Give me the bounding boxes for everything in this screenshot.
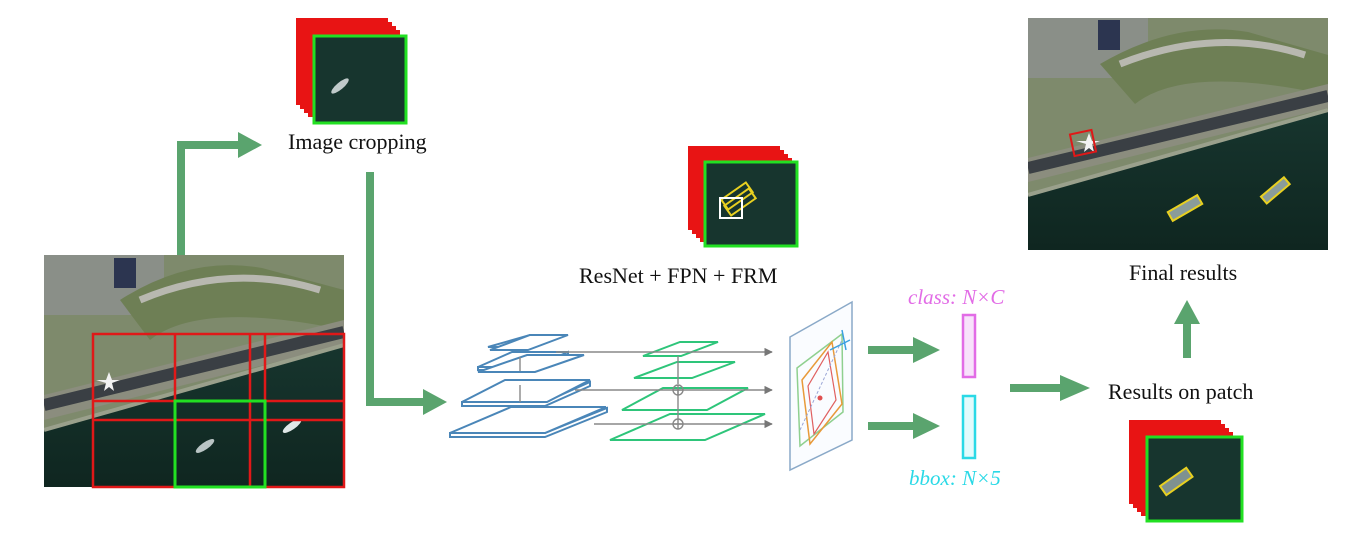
airplane-icon [1076, 133, 1100, 152]
final-results-image [1028, 18, 1328, 250]
results-on-patch-label: Results on patch [1108, 379, 1254, 404]
crop-grid [91, 332, 346, 489]
flow-arrowheads [238, 132, 1200, 439]
ship-icon [282, 419, 302, 433]
airplane-icon [96, 372, 120, 391]
flow-arrows [177, 141, 1191, 430]
class-vector [961, 313, 977, 379]
image-cropping-label: Image cropping [288, 129, 427, 154]
final-results-label: Final results [1129, 260, 1238, 285]
ship-icon [195, 439, 215, 453]
bbox-vector [961, 394, 977, 460]
class-output-label: class: N×C [908, 285, 1005, 309]
detection-patch-stack [688, 146, 799, 248]
backbone-pyramid-clean [449, 334, 607, 434]
ship-icon [331, 78, 349, 94]
refinement-panel [789, 300, 853, 472]
result-patch-stack [1129, 420, 1244, 523]
bbox-output-label: bbox: N×5 [909, 466, 1001, 490]
fpn-pyramid [609, 341, 766, 441]
lateral-connections [519, 347, 773, 430]
cropped-patch-stack [296, 18, 408, 125]
network-label: ResNet + FPN + FRM [579, 263, 778, 288]
selected-crop-patch [173, 399, 267, 489]
input-aerial-image [44, 255, 344, 487]
